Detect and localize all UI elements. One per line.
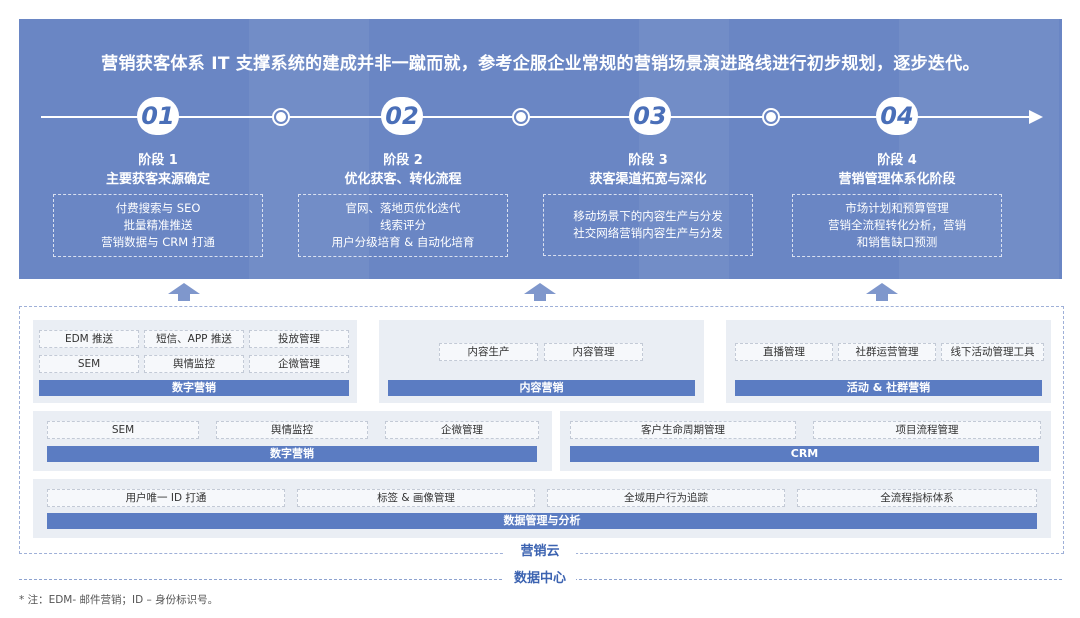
module-item: SEM <box>47 421 199 439</box>
stages-banner: 营销获客体系 IT 支撑系统的建成并非一蹴而就，参考企服企业常规的营销场景演进路… <box>19 19 1062 279</box>
headline: 营销获客体系 IT 支撑系统的建成并非一蹴而就，参考企服企业常规的营销场景演进路… <box>101 54 980 74</box>
module-bar: 内容营销 <box>388 380 695 396</box>
timeline-dot <box>274 110 288 124</box>
stage-detail-line: 官网、落地页优化迭代 <box>345 201 461 215</box>
stage-detail-line: 批量精准推送 <box>123 218 193 232</box>
stage-detail-line: 用户分级培育 & 自动化培育 <box>331 235 475 249</box>
stage-2-badge: 02 <box>381 97 423 135</box>
footnote: * 注：EDM- 邮件营销；ID – 身份标识号。 <box>19 594 219 606</box>
stage-title: 营销管理体系化阶段 <box>838 172 956 187</box>
up-arrow-icon <box>524 283 556 301</box>
module-item: 舆情监控 <box>216 421 368 439</box>
stage-detail-line: 营销全流程转化分析，营销 <box>828 218 966 232</box>
module-bar: 数字营销 <box>39 380 349 396</box>
module-item: 社群运营管理 <box>838 343 936 361</box>
stage-1-badge: 01 <box>137 97 179 135</box>
stage-detail-box: 市场计划和预算管理 营销全流程转化分析，营销 和销售缺口预测 <box>792 194 1002 257</box>
module-item: 全流程指标体系 <box>797 489 1037 507</box>
module-item: 舆情监控 <box>144 355 244 373</box>
module-item: 用户唯一 ID 打通 <box>47 489 285 507</box>
digital-marketing-panel: EDM 推送 短信、APP 推送 投放管理 SEM 舆情监控 企微管理 数字营销 <box>33 320 357 403</box>
module-item: 标签 & 画像管理 <box>297 489 535 507</box>
stage-detail-line: 线索评分 <box>380 218 426 232</box>
data-management-panel: 用户唯一 ID 打通 标签 & 画像管理 全域用户行为追踪 全流程指标体系 数据… <box>33 479 1051 538</box>
banner-decoration <box>899 19 1059 279</box>
stage-detail-line: 市场计划和预算管理 <box>845 201 949 215</box>
module-item: 内容生产 <box>439 343 538 361</box>
module-item: 线下活动管理工具 <box>941 343 1044 361</box>
marketing-cloud-container: EDM 推送 短信、APP 推送 投放管理 SEM 舆情监控 企微管理 数字营销… <box>19 306 1064 554</box>
stage-4: 阶段 4 营销管理体系化阶段 市场计划和预算管理 营销全流程转化分析，营销 和销… <box>792 152 1002 257</box>
digital-marketing-panel: SEM 舆情监控 企微管理 数字营销 <box>33 411 552 471</box>
stage-number: 阶段 3 <box>628 153 668 168</box>
stage-number: 阶段 4 <box>877 153 917 168</box>
module-bar: 数据管理与分析 <box>47 513 1037 529</box>
stage-1: 阶段 1 主要获客来源确定 付费搜索与 SEO 批量精准推送 营销数据与 CRM… <box>53 152 263 257</box>
stage-detail-box: 移动场景下的内容生产与分发 社交网络营销内容生产与分发 <box>543 194 753 256</box>
stage-3: 阶段 3 获客渠道拓宽与深化 移动场景下的内容生产与分发 社交网络营销内容生产与… <box>543 152 753 256</box>
module-item: 直播管理 <box>735 343 833 361</box>
up-arrow-icon <box>866 283 898 301</box>
module-item: 短信、APP 推送 <box>144 330 244 348</box>
module-item: 企微管理 <box>385 421 539 439</box>
timeline-arrowhead <box>1029 110 1043 124</box>
up-arrow-icon <box>168 283 200 301</box>
module-item: EDM 推送 <box>39 330 139 348</box>
stage-detail-line: 社交网络营销内容生产与分发 <box>573 226 723 240</box>
stage-detail-line: 营销数据与 CRM 打通 <box>101 235 215 249</box>
stage-title: 优化获客、转化流程 <box>344 172 462 187</box>
module-item: 内容管理 <box>544 343 643 361</box>
marketing-cloud-label: 营销云 <box>504 543 576 561</box>
stage-detail-box: 官网、落地页优化迭代 线索评分 用户分级培育 & 自动化培育 <box>298 194 508 257</box>
activity-community-panel: 直播管理 社群运营管理 线下活动管理工具 活动 & 社群营销 <box>726 320 1051 403</box>
module-bar: 数字营销 <box>47 446 537 462</box>
stage-number: 阶段 2 <box>383 153 423 168</box>
module-item: 全域用户行为追踪 <box>547 489 785 507</box>
banner-decoration <box>249 19 369 279</box>
timeline-line <box>41 116 1031 118</box>
stage-detail-line: 和销售缺口预测 <box>856 235 938 249</box>
timeline-dot <box>764 110 778 124</box>
module-item: 项目流程管理 <box>813 421 1041 439</box>
timeline-dot <box>514 110 528 124</box>
banner-decoration <box>639 19 729 279</box>
stage-title: 获客渠道拓宽与深化 <box>589 172 707 187</box>
stage-detail-box: 付费搜索与 SEO 批量精准推送 营销数据与 CRM 打通 <box>53 194 263 257</box>
stage-detail-line: 付费搜索与 SEO <box>115 201 201 215</box>
module-bar: CRM <box>570 446 1039 462</box>
content-marketing-panel: 内容生产 内容管理 内容营销 <box>379 320 704 403</box>
stage-2: 阶段 2 优化获客、转化流程 官网、落地页优化迭代 线索评分 用户分级培育 & … <box>298 152 508 257</box>
stage-detail-line: 移动场景下的内容生产与分发 <box>573 209 723 223</box>
module-item: 客户生命周期管理 <box>570 421 796 439</box>
stage-4-badge: 04 <box>876 97 918 135</box>
crm-panel: 客户生命周期管理 项目流程管理 CRM <box>560 411 1051 471</box>
module-item: 企微管理 <box>249 355 349 373</box>
module-bar: 活动 & 社群营销 <box>735 380 1042 396</box>
stage-3-badge: 03 <box>629 97 671 135</box>
module-item: 投放管理 <box>249 330 349 348</box>
module-item: SEM <box>39 355 139 373</box>
stage-title: 主要获客来源确定 <box>105 172 210 187</box>
stage-number: 阶段 1 <box>138 153 178 168</box>
data-center-label: 数据中心 <box>504 570 576 588</box>
